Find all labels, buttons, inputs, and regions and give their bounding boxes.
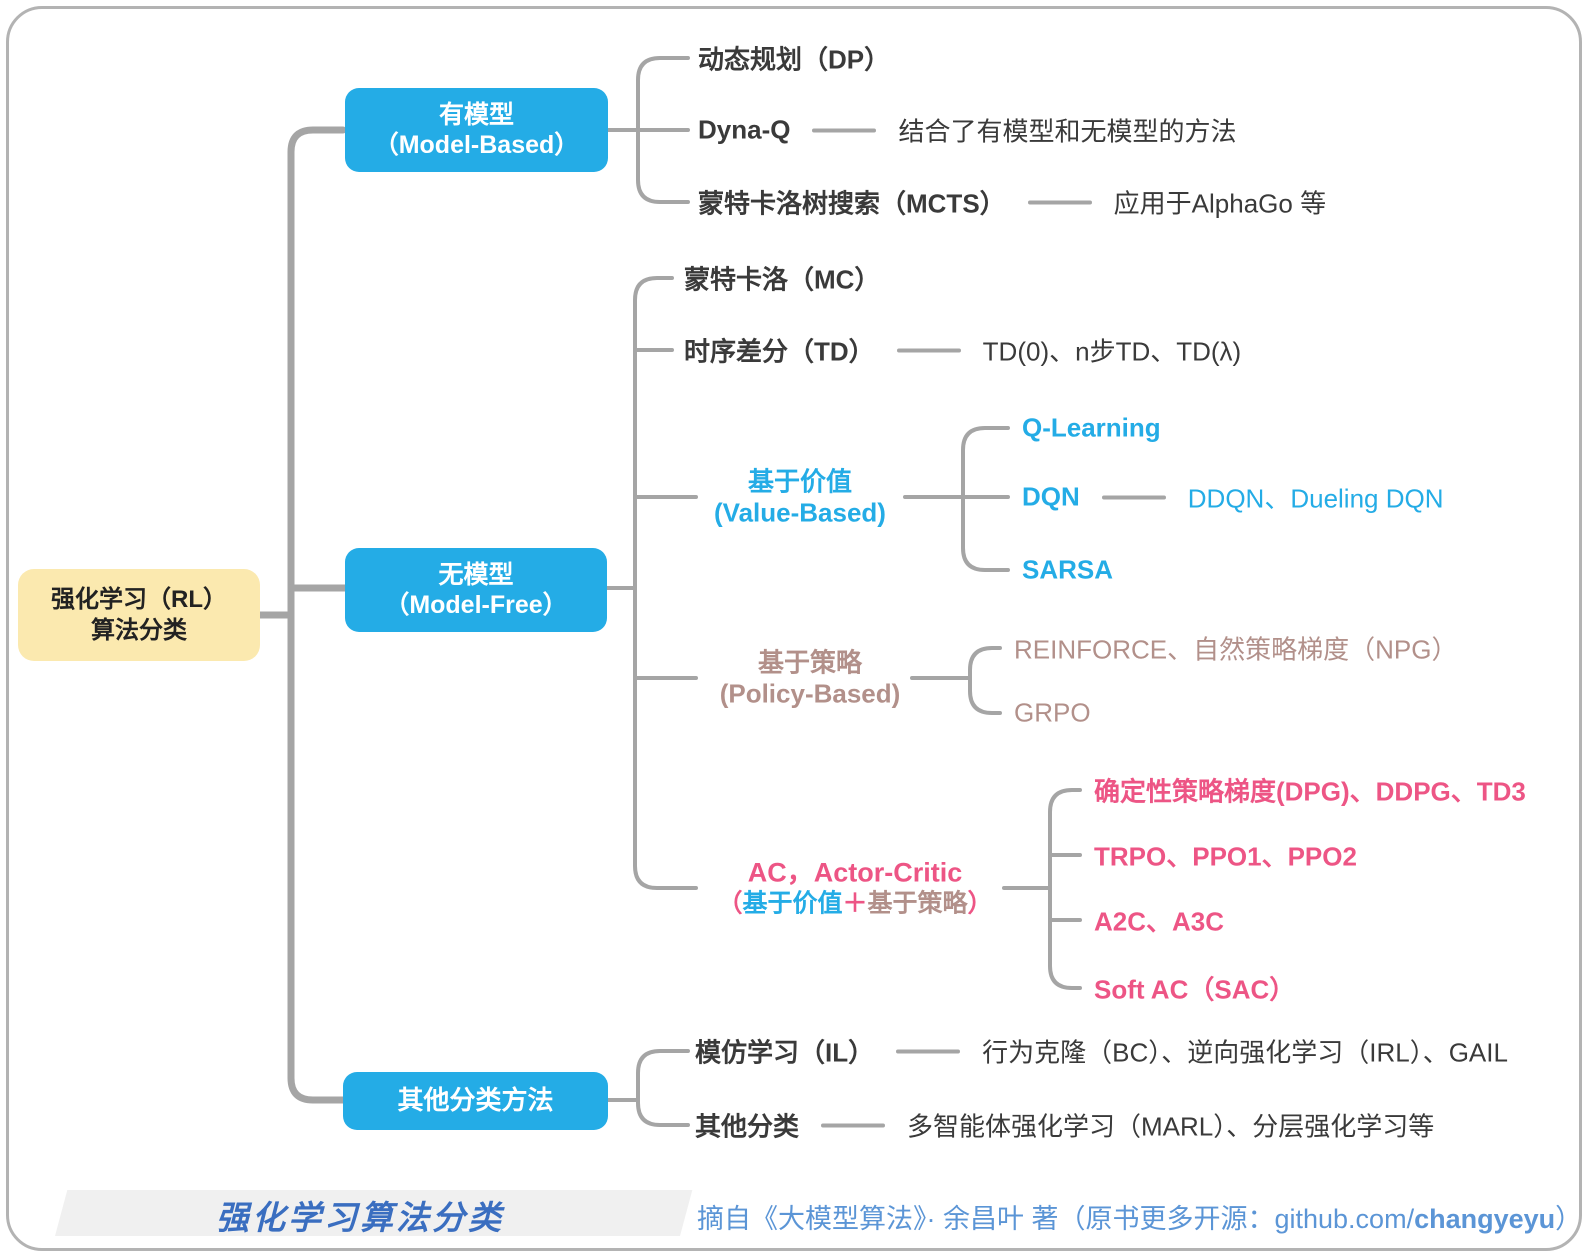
- node-dqn: DQN DDQN、Dueling DQN: [1022, 479, 1444, 516]
- node-value-based-en: (Value-Based): [714, 497, 886, 527]
- node-a2c-label: A2C、A3C: [1094, 906, 1225, 937]
- node-a2c-a3c: A2C、A3C: [1094, 902, 1224, 939]
- node-dqn-note: DDQN、Dueling DQN: [1187, 483, 1444, 514]
- root-node-line2: 算法分类: [91, 617, 187, 644]
- node-reinforce-npg-label: REINFORCE、自然策略梯度（NPG）: [1014, 634, 1458, 665]
- node-misc-note: 多智能体强化学习（MARL）、分层强化学习等: [907, 1111, 1435, 1142]
- node-actor-critic: AC，Actor-Critic （基于价值＋基于策略）: [717, 857, 992, 918]
- node-other-methods-label: 其他分类方法: [397, 1085, 554, 1116]
- node-grpo-label: GRPO: [1014, 697, 1091, 728]
- node-dpg-ddpg-td3: 确定性策略梯度(DPG)、DDPG、TD3: [1094, 772, 1526, 809]
- subtitle-close-paren: ）: [967, 889, 993, 918]
- node-mcts: 蒙特卡洛树搜索（MCTS） 应用于AlphaGo 等: [698, 184, 1326, 221]
- node-model-based-en: （Model-Based）: [373, 131, 580, 159]
- footer-source-suffix: ）: [1555, 1204, 1583, 1234]
- node-misc-label: 其他分类: [695, 1111, 800, 1142]
- node-model-free: 无模型 （Model-Free）: [345, 548, 607, 632]
- node-td-label: 时序差分（TD）: [684, 336, 875, 367]
- node-sarsa: SARSA: [1022, 555, 1113, 586]
- node-model-based-zh: 有模型: [438, 100, 514, 129]
- footer-github-handle-link[interactable]: changyeyu: [1414, 1204, 1556, 1234]
- node-grpo: GRPO: [1014, 698, 1091, 729]
- connector-dash: [821, 1123, 886, 1127]
- node-sac: Soft AC（SAC）: [1094, 970, 1295, 1007]
- node-mc-label: 蒙特卡洛（MC）: [684, 264, 881, 295]
- node-policy-based: 基于策略 (Policy-Based): [720, 647, 901, 708]
- node-q-learning-label: Q-Learning: [1022, 412, 1161, 443]
- connector-dash: [812, 128, 877, 132]
- node-dyna-q: Dyna-Q 结合了有模型和无模型的方法: [698, 112, 1236, 149]
- node-mcts-note: 应用于AlphaGo 等: [1113, 188, 1327, 219]
- node-sarsa-label: SARSA: [1022, 554, 1114, 585]
- node-actor-critic-subtitle: （基于价值＋基于策略）: [717, 889, 992, 919]
- node-trpo-ppo: TRPO、PPO1、PPO2: [1094, 837, 1357, 874]
- node-dyna-q-note: 结合了有模型和无模型的方法: [898, 116, 1237, 147]
- footer-title: 强化学习算法分类: [216, 1201, 504, 1237]
- root-node-line1: 强化学习（RL）: [51, 585, 227, 613]
- node-model-free-zh: 无模型: [438, 560, 514, 589]
- subtitle-value-part: 基于价值: [742, 889, 843, 918]
- node-td-note: TD(0)、n步TD、TD(λ): [982, 336, 1242, 367]
- node-policy-based-en: (Policy-Based): [719, 678, 901, 708]
- root-node-rl-classification: 强化学习（RL） 算法分类: [18, 569, 260, 661]
- node-trpo-label: TRPO、PPO1、PPO2: [1094, 841, 1357, 872]
- node-policy-based-zh: 基于策略: [757, 647, 863, 678]
- node-dp-label: 动态规划（DP）: [698, 44, 891, 75]
- node-reinforce-npg: REINFORCE、自然策略梯度（NPG）: [1014, 630, 1457, 667]
- node-sac-label: Soft AC（SAC）: [1094, 974, 1296, 1005]
- node-mcts-label: 蒙特卡洛树搜索（MCTS）: [698, 188, 1006, 219]
- footer-source-prefix: 摘自《大模型算法》· 余昌叶 著（原书更多开源：github.com/: [697, 1204, 1415, 1234]
- node-dqn-label: DQN: [1022, 481, 1080, 512]
- subtitle-plus-sign: ＋: [842, 889, 868, 918]
- node-dyna-q-label: Dyna-Q: [698, 114, 791, 145]
- node-td: 时序差分（TD） TD(0)、n步TD、TD(λ): [684, 332, 1241, 369]
- subtitle-open-paren: （: [717, 889, 743, 918]
- node-q-learning: Q-Learning: [1022, 413, 1161, 444]
- node-imitation-learning: 模仿学习（IL） 行为克隆（BC）、逆向强化学习（IRL）、GAIL: [695, 1033, 1508, 1070]
- node-actor-critic-title: AC，Actor-Critic: [747, 857, 963, 888]
- node-other-methods: 其他分类方法: [343, 1072, 608, 1130]
- node-value-based-zh: 基于价值: [747, 466, 853, 497]
- subtitle-policy-part: 基于策略: [867, 889, 968, 918]
- connector-dash: [1101, 495, 1166, 499]
- node-il-label: 模仿学习（IL）: [695, 1037, 875, 1068]
- connector-dash: [896, 1049, 961, 1053]
- node-dpg-label: 确定性策略梯度(DPG)、DDPG、TD3: [1094, 776, 1526, 807]
- node-model-free-en: （Model-Free）: [384, 591, 568, 619]
- node-model-based: 有模型 （Model-Based）: [345, 88, 608, 172]
- node-il-note: 行为克隆（BC）、逆向强化学习（IRL）、GAIL: [982, 1037, 1508, 1068]
- node-misc-classification: 其他分类 多智能体强化学习（MARL）、分层强化学习等: [695, 1107, 1434, 1144]
- node-dp: 动态规划（DP）: [698, 40, 890, 77]
- connector-dash: [896, 348, 961, 352]
- node-mc: 蒙特卡洛（MC）: [684, 260, 880, 297]
- node-value-based: 基于价值 (Value-Based): [714, 466, 886, 527]
- footer-source-line: 摘自《大模型算法》· 余昌叶 著（原书更多开源：github.com/chang…: [697, 1197, 1582, 1236]
- connector-dash: [1027, 200, 1092, 204]
